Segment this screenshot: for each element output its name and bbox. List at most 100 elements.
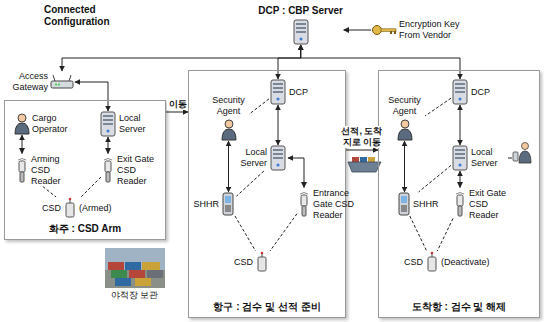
edge-label-holder: 선적, 도착지로 이동 [340,126,385,148]
label-group: Local Server [119,113,153,135]
device-label: CSD [234,257,253,268]
device-label: SHHR [193,199,219,210]
label-group: Entrance Gate CSD Reader [313,188,355,221]
label-group: SHHR [193,199,219,210]
device-label: Exit Gate CSD Reader [469,188,513,221]
key-icon-part [373,26,382,35]
connector-line [278,45,301,79]
title-holder: Connected Configuration [44,4,126,28]
key-icon-part [390,31,392,34]
device-label: Entrance Gate CSD Reader [313,188,355,221]
device-node: Encryption Key From Vendor [371,19,472,41]
reader-icon [297,191,311,217]
device-label: SHHR [413,199,439,210]
shhr-icon-part [225,205,231,212]
ship-container [368,157,375,162]
server-icon-part [271,146,285,170]
photo-icon-part [129,270,145,278]
photo-icon-part [105,248,165,288]
device-label: Local Server [233,147,267,169]
photo-icon-part [147,270,163,278]
server-icon-part [296,31,306,33]
server-icon [451,79,469,105]
server-icon-part [455,91,465,93]
csd-icon-part [66,203,74,217]
photo-icon-part [105,270,165,288]
device-node: Local Server [99,111,154,137]
photo-icon-part [135,278,151,286]
wireless-link [270,214,297,251]
shhr-icon-part [401,205,407,212]
device-node: Arming CSD Reader [15,154,76,187]
csd-icon [255,251,269,273]
person-icon-part [401,120,409,128]
server-icon-part [273,87,283,89]
person-icon-part [15,123,29,134]
connector-line [22,135,23,154]
connector-line [288,158,304,188]
reader-icon-part [458,206,462,216]
server-icon-part [101,112,115,136]
reader-icon-part [19,161,25,172]
device-node: DCP [451,79,492,105]
label-group: CSD [234,257,253,268]
label-group: DCP [471,87,490,98]
edge-label-holder: 이동 [167,99,188,110]
person-icon [221,119,237,141]
connector-line [460,171,461,188]
server-icon-part [459,164,462,167]
server-icon-part [103,115,113,117]
device-label: Encryption Key From Vendor [399,19,471,41]
server-icon-part [455,83,465,85]
server-icon [269,79,287,105]
csd-icon [63,197,77,219]
gateway-icon-part [69,75,71,81]
device-label: Arming CSD Reader [31,154,75,187]
photo-icon-part [142,262,160,270]
device-node: Entrance Gate CSD Reader [297,188,356,221]
key-icon-part [394,31,396,34]
person-icon-part [222,129,236,140]
key-icon [371,24,397,36]
connector-line [62,45,301,71]
device-label: 야적장 보관 [111,290,159,301]
connector-line [346,150,378,151]
device-node: Security Agent [208,95,249,141]
device-node: DCP [269,79,310,105]
server-icon [269,145,287,171]
label-group: Security Agent [209,95,249,117]
device-label: Security Agent [385,95,425,117]
wireless-link [249,99,269,114]
label-group: 야적장 보관 [111,290,159,301]
server-icon-part [103,119,113,121]
reader-icon-part [20,172,24,182]
server-icon [292,19,310,45]
wireless-link [425,98,451,116]
device-node: CSD(Deactivate) [404,251,491,273]
device-node: Exit Gate CSD Reader [453,188,514,221]
device-label: Security Agent [209,95,249,117]
reader-icon-part [106,172,110,182]
device-label: Local Server [471,147,505,169]
photo-icon [105,248,165,288]
wireless-link [437,219,453,252]
pda-device [513,152,518,161]
edge-label: 선적, 도착지로 이동 [340,126,384,148]
photo-icon-part [108,262,124,270]
server-icon-part [455,87,465,89]
wireless-link [419,165,451,192]
device-label: CSD [404,257,423,268]
pda-user-head [522,143,529,150]
connector-line [344,30,371,31]
csd-icon-part [428,257,436,271]
person-icon-part [18,114,26,122]
server-icon-part [294,20,308,44]
label-group: DCP : CBP Server [258,5,343,17]
server-icon-part [271,80,285,104]
label-group: Access Gateway [8,71,48,93]
device-label: DCP : CBP Server [258,5,343,17]
key-icon-part [381,29,396,32]
label-group: Exit Gate CSD Reader [117,154,161,187]
device-label: DCP [289,87,308,98]
device-node: SHHR [397,192,440,216]
